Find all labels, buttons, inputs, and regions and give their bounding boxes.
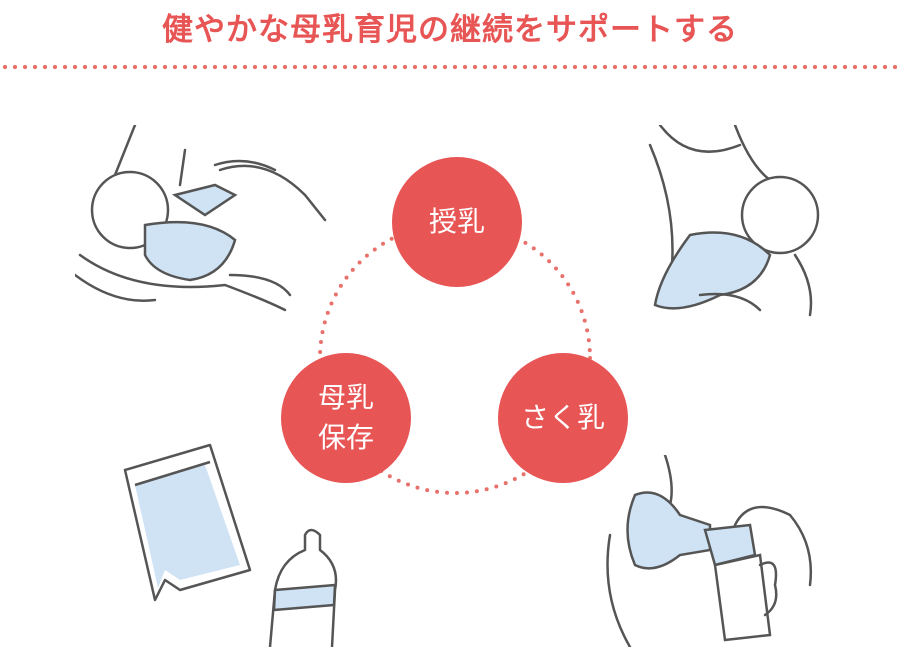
- node-breastfeeding: 授乳: [392, 157, 522, 287]
- node-label: さく乳: [520, 401, 605, 434]
- node-label-line1: 母乳: [317, 381, 374, 414]
- node-label: 授乳: [428, 205, 485, 238]
- dotted-divider: [0, 64, 900, 70]
- milk-storage-illustration: [123, 443, 338, 647]
- bottle-feeding-illustration: [75, 125, 327, 312]
- node-pumping: さく乳: [498, 353, 628, 483]
- node-label-line2: 保存: [317, 421, 374, 454]
- breast-pump-illustration: [606, 455, 812, 647]
- page-title: 健やかな母乳育児の継続をサポートする: [162, 12, 738, 48]
- breastfeeding-illustration: [648, 125, 820, 317]
- node-milk-storage: 母乳保存: [281, 353, 411, 483]
